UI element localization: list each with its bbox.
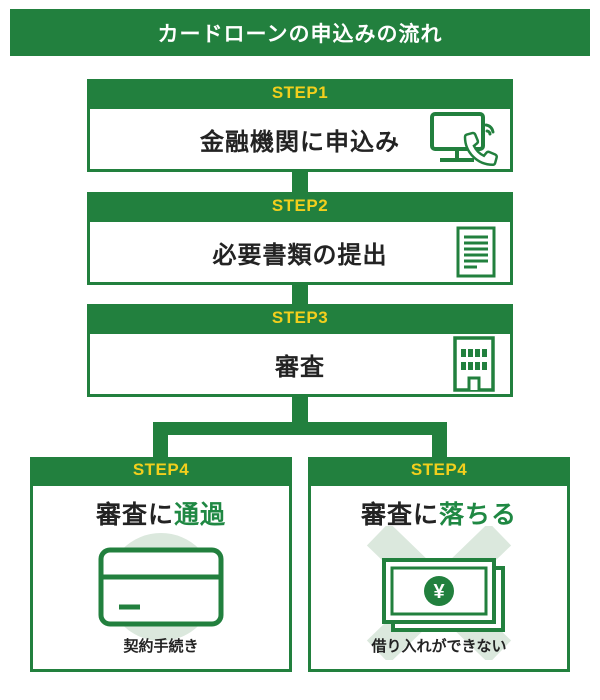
outcome-pass-caption: 契約手続き (123, 638, 199, 655)
step-1-body: 金融機関に申込み (87, 106, 513, 172)
credit-card-icon (95, 530, 227, 644)
step-2-text: 必要書類の提出 (212, 241, 388, 269)
page-title-text: カードローンの申込みの流れ (157, 22, 443, 46)
outcome-fail-header: STEP4 (308, 457, 570, 483)
yen-symbol: ¥ (433, 581, 445, 603)
outcome-pass-text: 審査に通過 (33, 495, 289, 531)
branch-stem-left (153, 422, 168, 459)
flow-connector-3 (292, 395, 308, 424)
outcome-fail-caption: 借り入れができない (371, 638, 507, 655)
outcome-fail: STEP4 審査に落ちる ¥ 借り入れができない (308, 457, 570, 672)
outcome-pass-header: STEP4 (30, 457, 292, 483)
outcome-fail-text-highlight: 落ちる (439, 501, 518, 529)
branch-stem-right (432, 422, 447, 459)
document-icon (456, 226, 496, 278)
step-2: STEP2 必要書類の提出 (87, 192, 513, 285)
step-1: STEP1 金融機関に申込み (87, 79, 513, 172)
outcome-pass-text-highlight: 通過 (174, 501, 227, 529)
outcome-pass-label: STEP4 (132, 460, 190, 479)
branch-bar (153, 422, 447, 435)
step-1-header: STEP1 (87, 79, 513, 106)
step-3-text: 審査 (275, 353, 325, 381)
outcome-fail-body: 審査に落ちる ¥ 借り入れができない (308, 483, 570, 672)
flow-connector-1 (292, 170, 308, 194)
building-icon (452, 336, 496, 392)
outcome-pass-text-prefix: 審査に (95, 501, 174, 529)
step-2-header: STEP2 (87, 192, 513, 219)
step-3-header: STEP3 (87, 304, 513, 331)
money-cross-icon: ¥ (354, 522, 524, 664)
outcome-pass: STEP4 審査に通過 契約手続き (30, 457, 292, 672)
outcome-fail-text-prefix: 審査に (360, 501, 439, 529)
step-2-label: STEP2 (271, 195, 329, 215)
step-3-body: 審査 (87, 331, 513, 397)
page-title: カードローンの申込みの流れ (10, 9, 590, 56)
step-3: STEP3 審査 (87, 304, 513, 397)
monitor-phone-icon (429, 110, 501, 168)
step-1-label: STEP1 (271, 82, 329, 102)
step-3-label: STEP3 (271, 307, 329, 327)
step-1-text: 金融機関に申込み (200, 128, 400, 156)
outcome-pass-body: 審査に通過 契約手続き (30, 483, 292, 672)
flow-connector-2 (292, 283, 308, 306)
outcome-fail-label: STEP4 (410, 460, 468, 479)
outcome-fail-text: 審査に落ちる (311, 495, 567, 531)
step-2-body: 必要書類の提出 (87, 219, 513, 285)
